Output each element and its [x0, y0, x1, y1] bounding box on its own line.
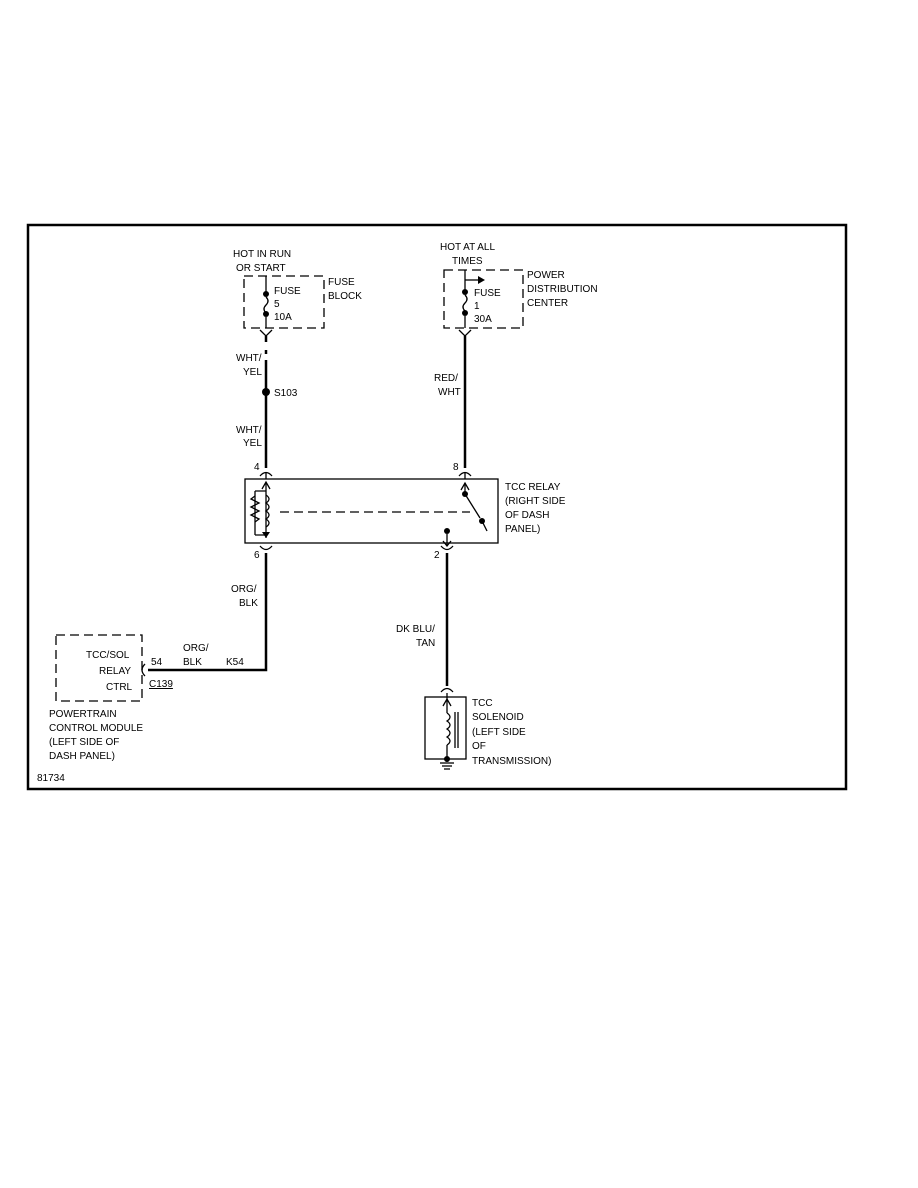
tcc-relay-label: PANEL) — [505, 524, 540, 535]
tcc-relay-label: OF DASH — [505, 510, 549, 521]
wire-color-label: RED/ — [434, 373, 458, 384]
pin-number: 4 — [254, 462, 260, 473]
solenoid-label: TCC — [472, 698, 493, 709]
hot-in-run-label: OR START — [236, 263, 286, 274]
hot-in-run-label: HOT IN RUN — [233, 249, 291, 260]
fuse-1-label: 30A — [474, 314, 492, 325]
connector-symbol — [458, 329, 472, 337]
circuit-number: K54 — [226, 657, 244, 668]
wire-color-label: WHT/ — [236, 425, 262, 436]
pcm-name-label: CONTROL MODULE — [49, 723, 143, 734]
connector-symbol — [259, 329, 273, 337]
diagram-frame — [26, 223, 848, 791]
power-distribution-center — [443, 269, 524, 337]
splice-s103 — [262, 388, 270, 396]
hot-at-all-times-label: HOT AT ALL — [440, 242, 495, 253]
pin-number: 6 — [254, 550, 260, 561]
powertrain-control-module — [55, 634, 146, 702]
pcm-name-label: POWERTRAIN — [49, 709, 117, 720]
pin-number: 2 — [434, 550, 440, 561]
wire-color-label: BLK — [239, 598, 258, 609]
pin-number: 54 — [151, 657, 163, 668]
wire-color-label: TAN — [416, 638, 435, 649]
wire-color-label: WHT — [438, 387, 461, 398]
wire-color-label: BLK — [183, 657, 202, 668]
pcm-terminal-label: RELAY — [99, 666, 131, 677]
connector-label: C139 — [149, 679, 173, 690]
wire-color-label: YEL — [243, 367, 262, 378]
wire-color-label: DK BLU/ — [396, 624, 435, 635]
fuse-block-label: BLOCK — [328, 291, 362, 302]
tcc-relay — [244, 471, 499, 551]
tcc-relay-label: TCC RELAY — [505, 482, 561, 493]
tcc-relay-label: (RIGHT SIDE — [505, 496, 566, 507]
hot-at-all-times-label: TIMES — [452, 256, 483, 267]
wire-color-label: YEL — [243, 438, 262, 449]
fuse-5-label: 10A — [274, 312, 292, 323]
fuse-5-label: FUSE — [274, 286, 301, 297]
pdc-label: DISTRIBUTION — [527, 284, 598, 295]
solenoid-label: OF — [472, 741, 486, 752]
solenoid-label: (LEFT SIDE — [472, 727, 526, 738]
ground-icon — [440, 762, 454, 770]
pcm-terminal-label: TCC/SOL — [86, 650, 130, 661]
fuse-1-label: FUSE — [474, 288, 501, 299]
pin-number: 8 — [453, 462, 459, 473]
wire-color-label: ORG/ — [183, 643, 209, 654]
wire-color-label: WHT/ — [236, 353, 262, 364]
fuse-block-label: FUSE — [328, 277, 355, 288]
pcm-name-label: DASH PANEL) — [49, 751, 115, 762]
pcm-terminal-label: CTRL — [106, 682, 133, 693]
fuse-1-label: 1 — [474, 301, 480, 312]
solenoid-label: SOLENOID — [472, 712, 524, 723]
splice-label: S103 — [274, 388, 298, 399]
wire-color-label: ORG/ — [231, 584, 257, 595]
pcm-name-label: (LEFT SIDE OF — [49, 737, 119, 748]
pdc-label: POWER — [527, 270, 565, 281]
fuse-5-label: 5 — [274, 299, 280, 310]
tcc-solenoid — [424, 687, 467, 770]
solenoid-label: TRANSMISSION) — [472, 756, 551, 767]
fuse-block — [243, 275, 325, 342]
pdc-label: CENTER — [527, 298, 568, 309]
figure-id: 81734 — [37, 773, 65, 784]
